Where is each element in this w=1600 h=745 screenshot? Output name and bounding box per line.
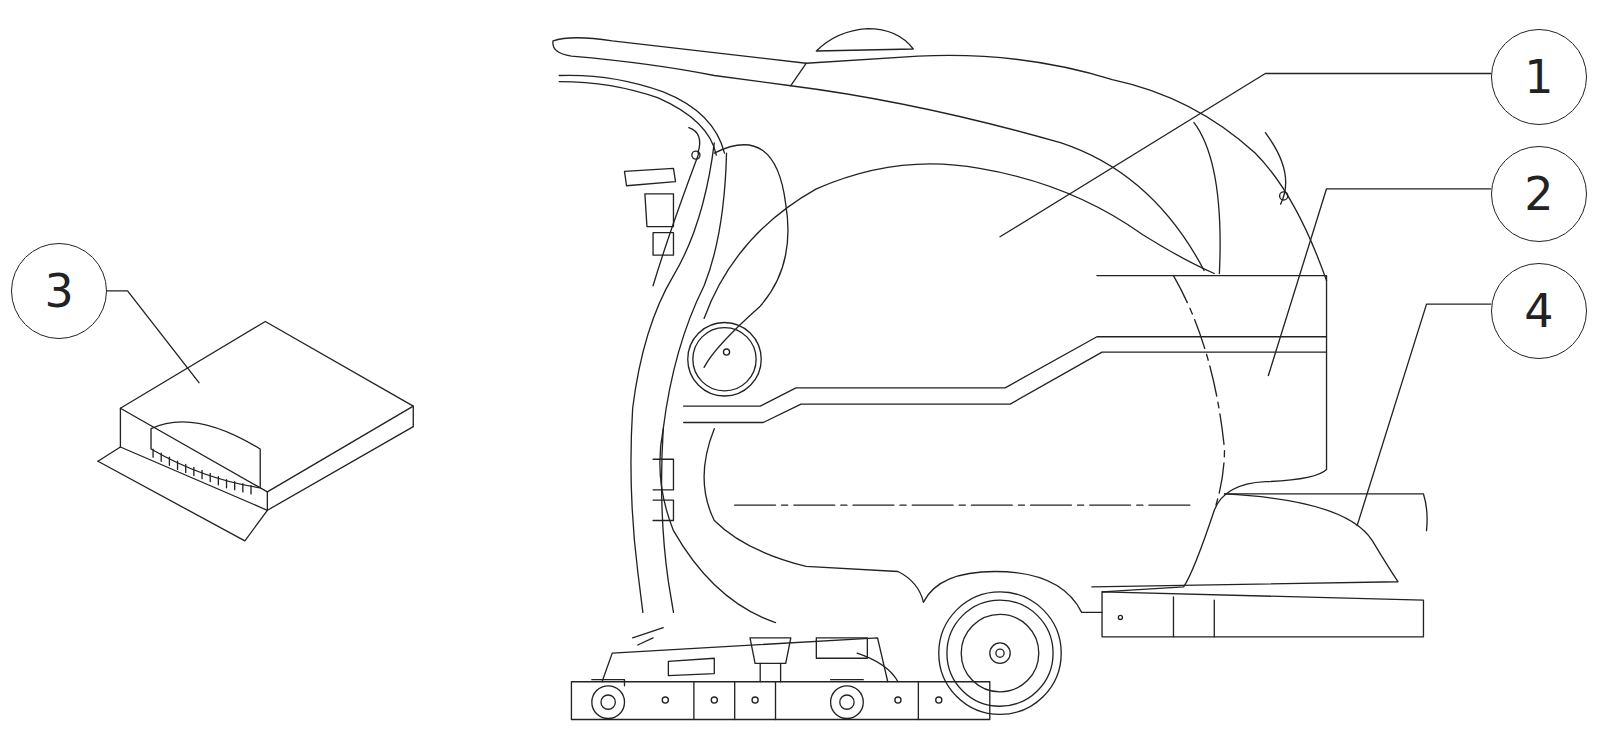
leader-lines bbox=[107, 73, 1491, 525]
callout-number: 3 bbox=[45, 268, 74, 314]
callout-circle: 2 bbox=[1491, 146, 1587, 242]
scrubber-machine bbox=[553, 29, 1427, 720]
callout-number: 2 bbox=[1524, 171, 1553, 217]
callout-circle: 4 bbox=[1491, 263, 1587, 359]
callout-number: 1 bbox=[1524, 54, 1553, 100]
brush-box bbox=[98, 321, 413, 540]
callout-number: 4 bbox=[1524, 288, 1553, 334]
callout-circle: 1 bbox=[1491, 29, 1587, 125]
callout-circle: 3 bbox=[11, 243, 107, 339]
